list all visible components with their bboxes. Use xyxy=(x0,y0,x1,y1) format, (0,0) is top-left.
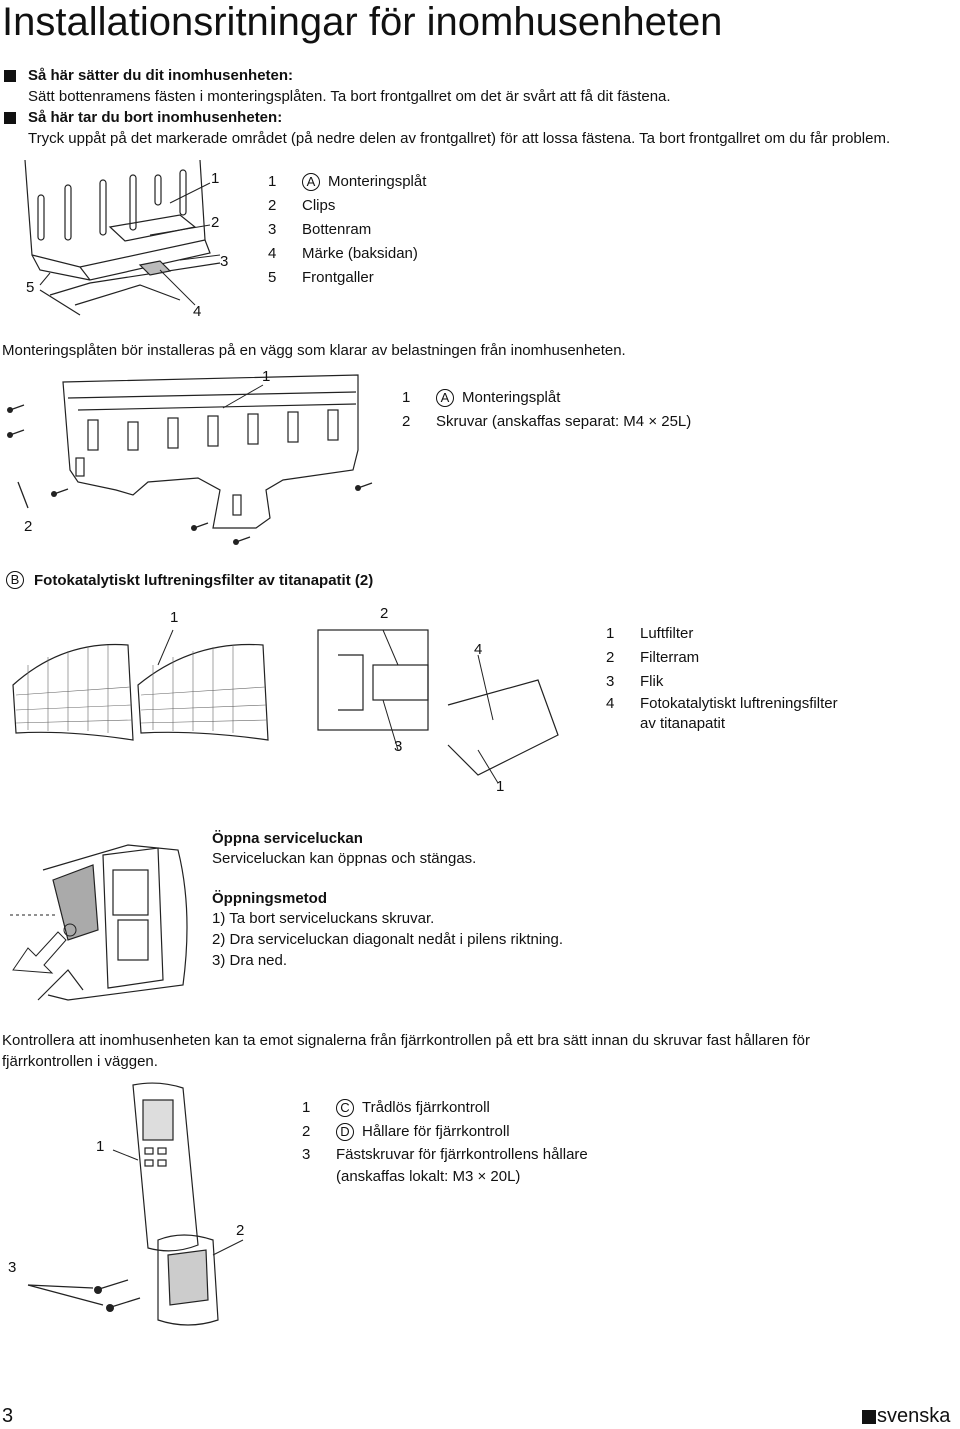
remote-note: Kontrollera att inomhusenheten kan ta em… xyxy=(2,1032,810,1049)
bullet-square xyxy=(4,70,16,82)
plate-note: Monteringsplåten bör installeras på en v… xyxy=(2,342,626,359)
callout-2: 2 xyxy=(380,605,389,622)
callout-4: 4 xyxy=(474,641,483,658)
install-heading: Så här sätter du dit inomhusenheten: xyxy=(28,67,294,84)
method-step: 2) Dra serviceluckan diagonalt nedåt i p… xyxy=(212,931,564,948)
bullet-square xyxy=(4,112,16,124)
callout-2: 2 xyxy=(24,518,33,535)
page-title: Installationsritningar för inomhusenhete… xyxy=(2,0,723,44)
method-step: 3) Dra ned. xyxy=(212,952,288,969)
remote-note: fjärrkontrollen i väggen. xyxy=(2,1053,158,1070)
letter-badge: A xyxy=(302,173,320,191)
callout-4: 4 xyxy=(193,303,202,320)
method-heading: Öppningsmetod xyxy=(212,890,327,907)
callout-2: 2 xyxy=(211,214,220,231)
language-label: svenska xyxy=(877,1405,951,1427)
service-heading: Öppna serviceluckan xyxy=(212,830,363,847)
callout-1: 1 xyxy=(211,170,220,187)
callout-1: 1 xyxy=(496,778,505,795)
remove-heading: Så här tar du bort inomhusenheten: xyxy=(28,109,283,126)
bottom-frame-illustration xyxy=(24,159,221,316)
page-number: 3 xyxy=(2,1405,14,1427)
remote-control-illustration xyxy=(27,1082,244,1326)
remove-text: Tryck uppåt på det markerade området (på… xyxy=(28,130,891,147)
filter-heading: Fotokatalytiskt luftreningsfilter av tit… xyxy=(34,572,374,589)
callout-1: 1 xyxy=(170,609,179,626)
legend-row: av titanapatit xyxy=(640,715,726,732)
callout-5: 5 xyxy=(26,279,35,296)
callout-2: 2 xyxy=(236,1222,245,1239)
legend-row: (anskaffas lokalt: M3 × 20L) xyxy=(336,1168,521,1185)
callout-3: 3 xyxy=(8,1259,17,1276)
bullet-square xyxy=(862,1410,876,1424)
callout-3: 3 xyxy=(394,738,403,755)
filter-illustration xyxy=(12,629,559,784)
letter-badge: B xyxy=(6,571,24,589)
install-text: Sätt bottenramens fästen i monteringsplå… xyxy=(28,88,671,105)
mounting-plate-illustration xyxy=(7,374,373,545)
callout-3: 3 xyxy=(220,253,229,270)
letter-badge: C xyxy=(336,1099,354,1117)
letter-badge: D xyxy=(336,1123,354,1141)
method-step: 1) Ta bort serviceluckans skruvar. xyxy=(212,910,435,927)
service-text: Serviceluckan kan öppnas och stängas. xyxy=(212,850,477,867)
letter-badge: A xyxy=(436,389,454,407)
callout-1: 1 xyxy=(262,368,271,385)
callout-1: 1 xyxy=(96,1138,105,1155)
service-door-illustration xyxy=(10,844,188,1001)
